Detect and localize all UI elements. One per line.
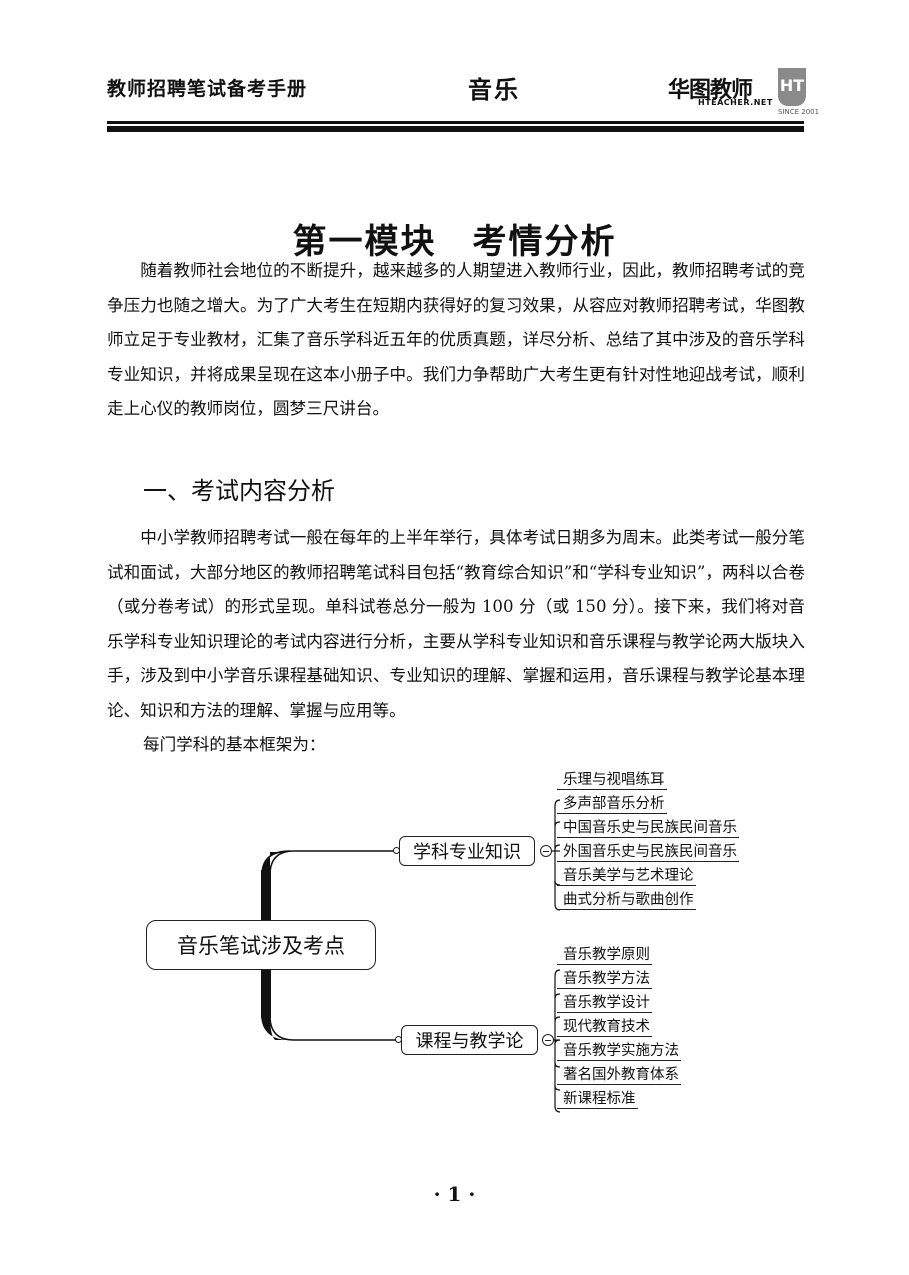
section-heading: 一、考试内容分析 (143, 477, 335, 505)
mindmap-leaf: 音乐美学与艺术理论 (557, 867, 696, 886)
module-title: 第一模块 考情分析 (292, 222, 617, 262)
mindmap-leaf: 音乐教学方法 (557, 970, 652, 989)
logo-site-text: HTEACHER.NET (698, 98, 773, 107)
header-rule-thin (107, 121, 804, 124)
mindmap-leaf: 新课程标准 (557, 1090, 638, 1109)
mindmap-leaf: 音乐教学设计 (557, 994, 652, 1013)
framework-intro: 每门学科的基本框架为： (143, 735, 326, 754)
collapse-minus-icon[interactable] (540, 845, 552, 857)
brand-logo: 华图教师 HTEACHER.NET HT SINCE 2001 (668, 68, 819, 120)
intro-paragraph-text: 随着教师社会地位的不断提升，越来越多的人期望进入教师行业，因此，教师招聘考试的竞… (107, 261, 805, 418)
mindmap-branch-subject-knowledge[interactable]: 学科专业知识 (399, 836, 535, 866)
page-number: · 1 · (433, 1182, 476, 1206)
mindmap-leaf: 多声部音乐分析 (557, 795, 667, 814)
mindmap-leaf: 外国音乐史与民族民间音乐 (557, 843, 739, 862)
section-paragraph: 中小学教师招聘考试一般在每年的上半年举行，具体考试日期多为周末。此类考试一般分笔… (107, 521, 805, 728)
mindmap-leaf: 曲式分析与歌曲创作 (557, 891, 696, 910)
header-rule-thick (107, 126, 804, 132)
collapse-minus-icon[interactable] (542, 1034, 554, 1046)
subject-title: 音乐 (468, 76, 520, 104)
intro-paragraph: 随着教师社会地位的不断提升，越来越多的人期望进入教师行业，因此，教师招聘考试的竞… (107, 254, 805, 427)
mindmap-leaf: 中国音乐史与民族民间音乐 (557, 819, 739, 838)
logo-mark-icon: HT (778, 68, 806, 106)
mindmap-leaf: 乐理与视唱练耳 (557, 771, 667, 790)
mindmap-leaf: 著名国外教育体系 (557, 1066, 681, 1085)
section-paragraph-text: 中小学教师招聘考试一般在每年的上半年举行，具体考试日期多为周末。此类考试一般分笔… (107, 528, 805, 720)
mindmap-leaf: 音乐教学实施方法 (557, 1042, 681, 1061)
logo-brand-text: 华图教师 (668, 78, 753, 103)
mindmap-branch-curriculum-pedagogy[interactable]: 课程与教学论 (401, 1025, 538, 1055)
mindmap-root-node: 音乐笔试涉及考点 (146, 920, 376, 970)
logo-since-text: SINCE 2001 (778, 108, 820, 116)
book-title: 教师招聘笔试备考手册 (107, 78, 308, 100)
mindmap-leaf: 现代教育技术 (557, 1018, 652, 1037)
mindmap-leaf: 音乐教学原则 (557, 946, 652, 965)
